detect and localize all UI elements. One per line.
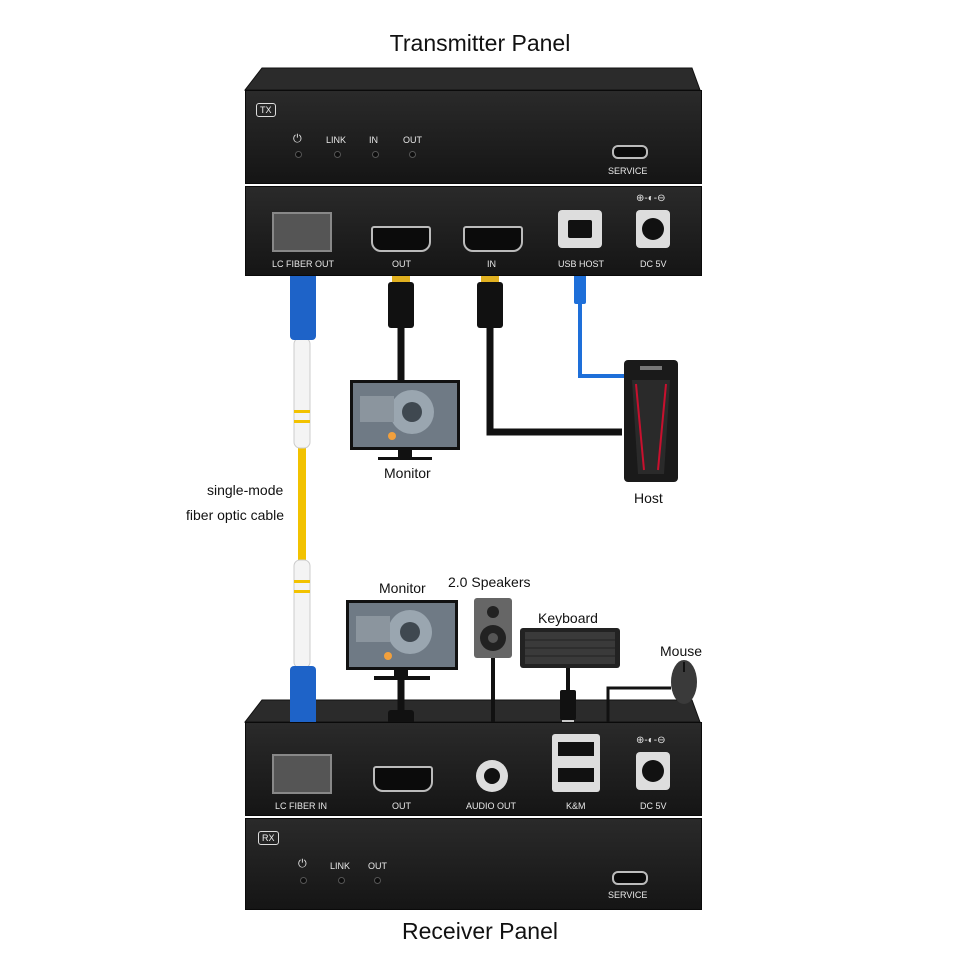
speakers-label: 2.0 Speakers xyxy=(448,574,531,590)
receiver-panel-title: Receiver Panel xyxy=(402,918,558,944)
rx-power-led xyxy=(300,877,307,884)
rx-lc-fiber-label: LC FIBER IN xyxy=(275,801,328,811)
rx-service-port[interactable] xyxy=(612,871,648,885)
tx-service-label: SERVICE xyxy=(608,166,648,176)
mouse-drawing xyxy=(671,660,697,704)
rx-monitor-drawing xyxy=(346,600,458,680)
keyboard-drawing xyxy=(520,628,620,668)
rx-led-label-power: ⏻ xyxy=(298,858,307,870)
tx-fiber-boot xyxy=(293,337,311,449)
rx-hdmi-out-port[interactable] xyxy=(373,766,433,792)
keyboard-label: Keyboard xyxy=(538,610,598,626)
tx-hdmi-out-port[interactable] xyxy=(371,226,431,252)
rx-service-label: SERVICE xyxy=(608,890,648,900)
rx-audio-out-label: AUDIO OUT xyxy=(466,801,517,811)
rx-dc-jack[interactable] xyxy=(636,752,670,790)
tx-led-label-in: IN xyxy=(369,135,378,145)
mouse-cable xyxy=(606,686,671,730)
rx-led-label-link: LINK xyxy=(330,861,351,871)
tx-link-led xyxy=(334,151,341,158)
tx-led-label-link: LINK xyxy=(326,135,347,145)
tx-lc-fiber-port[interactable] xyxy=(272,212,332,252)
rx-dc-polarity-icon: ⊕-◐-⊖ xyxy=(636,735,666,746)
mouse-label: Mouse xyxy=(660,643,703,659)
tx-led-label-out: OUT xyxy=(403,135,422,145)
tx-lc-connector xyxy=(290,268,316,340)
tx-hdmi-in-port[interactable] xyxy=(463,226,523,252)
tx-service-port[interactable] xyxy=(612,145,648,159)
tx-in-led xyxy=(372,151,379,158)
tx-led-label-power: ⏻ xyxy=(293,133,302,145)
tx-power-led xyxy=(295,151,302,158)
host-label: Host xyxy=(634,490,663,506)
tx-monitor-drawing xyxy=(350,380,460,460)
rx-badge: RX xyxy=(258,831,279,845)
rx-km-usb-ports[interactable] xyxy=(552,734,600,792)
rx-km-label: K&M xyxy=(566,801,586,811)
tx-hdmi-in-cable xyxy=(486,328,622,436)
speaker-drawing xyxy=(474,598,512,658)
rx-fiber-boot xyxy=(293,559,311,669)
tx-front-panel xyxy=(245,90,702,184)
tx-lc-fiber-label: LC FIBER OUT xyxy=(272,259,335,269)
rx-link-led xyxy=(338,877,345,884)
usb-b-plug xyxy=(574,274,586,304)
transmitter-panel-title: Transmitter Panel xyxy=(389,30,571,56)
tx-hdmi-out-label: OUT xyxy=(392,259,411,269)
tx-hdmi-out-body xyxy=(388,282,414,328)
rx-out-led xyxy=(374,877,381,884)
tx-badge: TX xyxy=(256,103,276,117)
keyboard-usb-plug xyxy=(560,690,576,720)
rx-led-label-out: OUT xyxy=(368,861,387,871)
rx-audio-out-port[interactable] xyxy=(476,760,508,792)
tx-usb-b-port[interactable] xyxy=(558,210,602,248)
rx-front-panel xyxy=(245,818,702,910)
host-pc-drawing xyxy=(624,360,678,482)
rx-dc-label: DC 5V xyxy=(640,801,667,811)
rx-hdmi-out-label: OUT xyxy=(392,801,411,811)
tx-out-led xyxy=(409,151,416,158)
tx-dc-polarity-icon: ⊕-◐-⊖ xyxy=(636,193,666,204)
tx-usb-host-label: USB HOST xyxy=(558,259,605,269)
tx-hdmi-in-label: IN xyxy=(487,259,496,269)
fiber-cable-label-line2: fiber optic cable xyxy=(186,507,285,523)
tx-lid xyxy=(243,67,701,91)
rx-lc-fiber-port[interactable] xyxy=(272,754,332,794)
tx-monitor-label: Monitor xyxy=(384,465,431,481)
tx-dc-label: DC 5V xyxy=(640,259,667,269)
fiber-cable-label-line1: single-mode xyxy=(207,482,284,498)
rx-monitor-label: Monitor xyxy=(379,580,426,596)
usb-host-cable xyxy=(578,304,626,378)
tx-dc-jack[interactable] xyxy=(636,210,670,248)
tx-hdmi-in-body xyxy=(477,282,503,328)
